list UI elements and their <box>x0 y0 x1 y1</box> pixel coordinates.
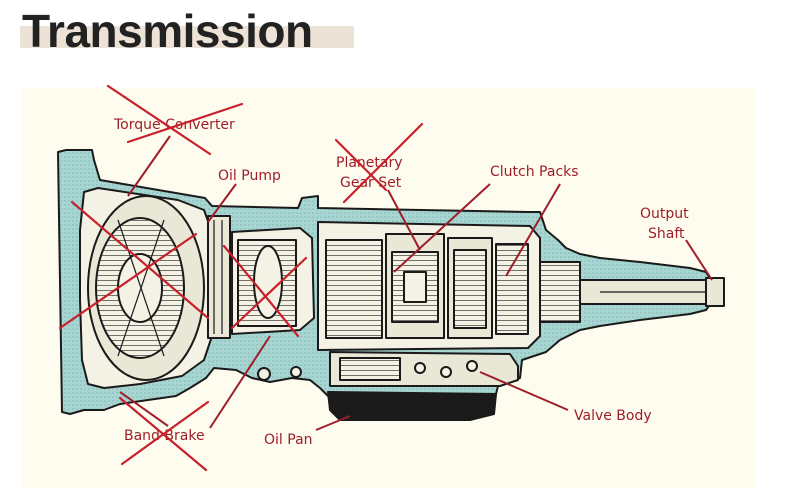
leader-output-shaft <box>685 239 713 281</box>
leader-planetary <box>387 189 421 251</box>
cross-out-mark-icon <box>118 396 210 472</box>
part-labels: Torque Converter Oil Pump Planetary Gear… <box>113 117 689 448</box>
leader-clutch-packs-2 <box>505 183 561 277</box>
cross-out-mark-icon <box>58 200 210 330</box>
label-output-shaft-line2: Shaft <box>648 226 685 242</box>
label-output-shaft-line1: Output <box>640 206 689 222</box>
cross-outs <box>58 84 424 472</box>
leader-clutch-packs <box>393 183 491 273</box>
label-oil-pan: Oil Pan <box>264 432 313 448</box>
leader-lines <box>119 135 713 431</box>
leader-band-brake <box>119 391 169 427</box>
leader-band-brake-2 <box>209 335 271 429</box>
oil-pan <box>327 391 497 421</box>
leader-torque-converter <box>127 135 171 197</box>
label-oil-pump: Oil Pump <box>218 168 281 184</box>
cross-out-mark-icon <box>222 244 308 338</box>
cross-out-mark-icon <box>334 122 424 204</box>
cross-out-mark-icon <box>106 84 244 156</box>
label-planetary-line1: Planetary <box>336 155 403 171</box>
label-clutch-packs: Clutch Packs <box>490 164 579 180</box>
label-valve-body: Valve Body <box>574 408 652 424</box>
leader-oil-pump <box>207 183 237 223</box>
leader-valve-body <box>479 371 569 411</box>
leader-oil-pan <box>315 415 351 431</box>
label-planetary-line2: Gear Set <box>340 175 402 191</box>
page-title: Transmission <box>22 5 313 57</box>
oil-pump-body <box>207 215 231 339</box>
label-torque-converter: Torque Converter <box>113 117 235 133</box>
title-highlight <box>20 26 354 48</box>
title-block: Transmission <box>16 2 354 60</box>
